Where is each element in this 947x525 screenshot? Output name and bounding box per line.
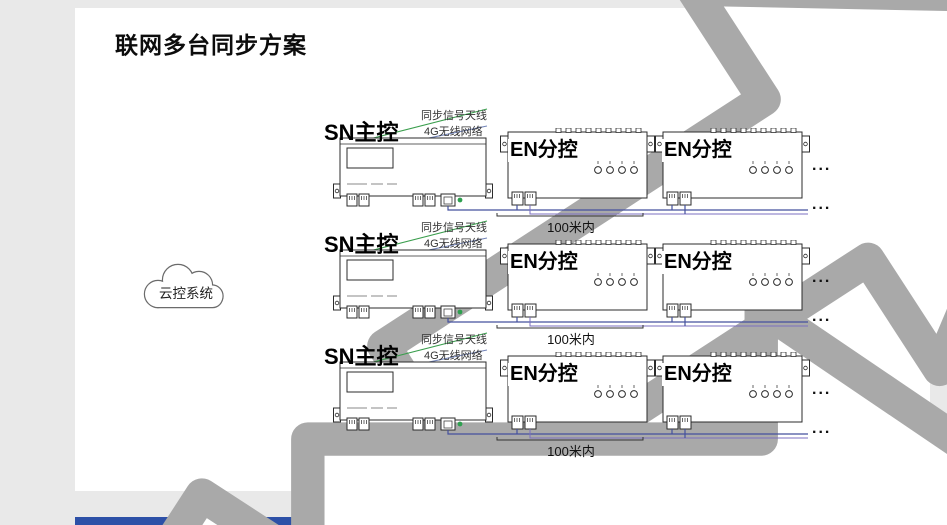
- more-devices-ellipsis: ...: [812, 157, 832, 174]
- sn-master-label: SN主控: [324, 120, 399, 145]
- en-slave-label-2: EN分控: [662, 363, 734, 386]
- en-slave-label-1: EN分控: [508, 251, 580, 274]
- wireless-network-label: 4G无线网络: [424, 126, 483, 138]
- sn-master-label: SN主控: [324, 232, 399, 257]
- wireless-network-label: 4G无线网络: [424, 238, 483, 250]
- wireless-network-label: 4G无线网络: [424, 350, 483, 362]
- more-cable-ellipsis: ...: [812, 308, 832, 325]
- more-cable-ellipsis: ...: [812, 196, 832, 213]
- en-slave-label-1: EN分控: [508, 139, 580, 162]
- distance-label: 100米内: [547, 220, 595, 235]
- more-devices-ellipsis: ...: [812, 381, 832, 398]
- distance-label: 100米内: [547, 444, 595, 459]
- distance-label: 100米内: [547, 332, 595, 347]
- sync-group-row-2: SN主控 同步信号天线 4G无线网络 EN分控 EN分控 ... ... 100…: [0, 217, 947, 352]
- sync-antenna-label: 同步信号天线: [421, 222, 487, 234]
- en-slave-label-2: EN分控: [662, 251, 734, 274]
- cloud-system-label: 云控系统: [159, 286, 213, 301]
- en-slave-label-2: EN分控: [662, 139, 734, 162]
- cloud-icon: [143, 263, 224, 309]
- en-slave-label-1: EN分控: [508, 363, 580, 386]
- sync-group-row-1: SN主控 同步信号天线 4G无线网络 EN分控 EN分控 ... ... 100…: [0, 105, 947, 240]
- sync-antenna-label: 同步信号天线: [421, 334, 487, 346]
- sn-master-label: SN主控: [324, 344, 399, 369]
- sync-group-row-3: SN主控 同步信号天线 4G无线网络 EN分控 EN分控 ... ... 100…: [0, 329, 947, 464]
- more-devices-ellipsis: ...: [812, 269, 832, 286]
- sync-antenna-label: 同步信号天线: [421, 110, 487, 122]
- more-cable-ellipsis: ...: [812, 420, 832, 437]
- page-title: 联网多台同步方案: [115, 32, 307, 58]
